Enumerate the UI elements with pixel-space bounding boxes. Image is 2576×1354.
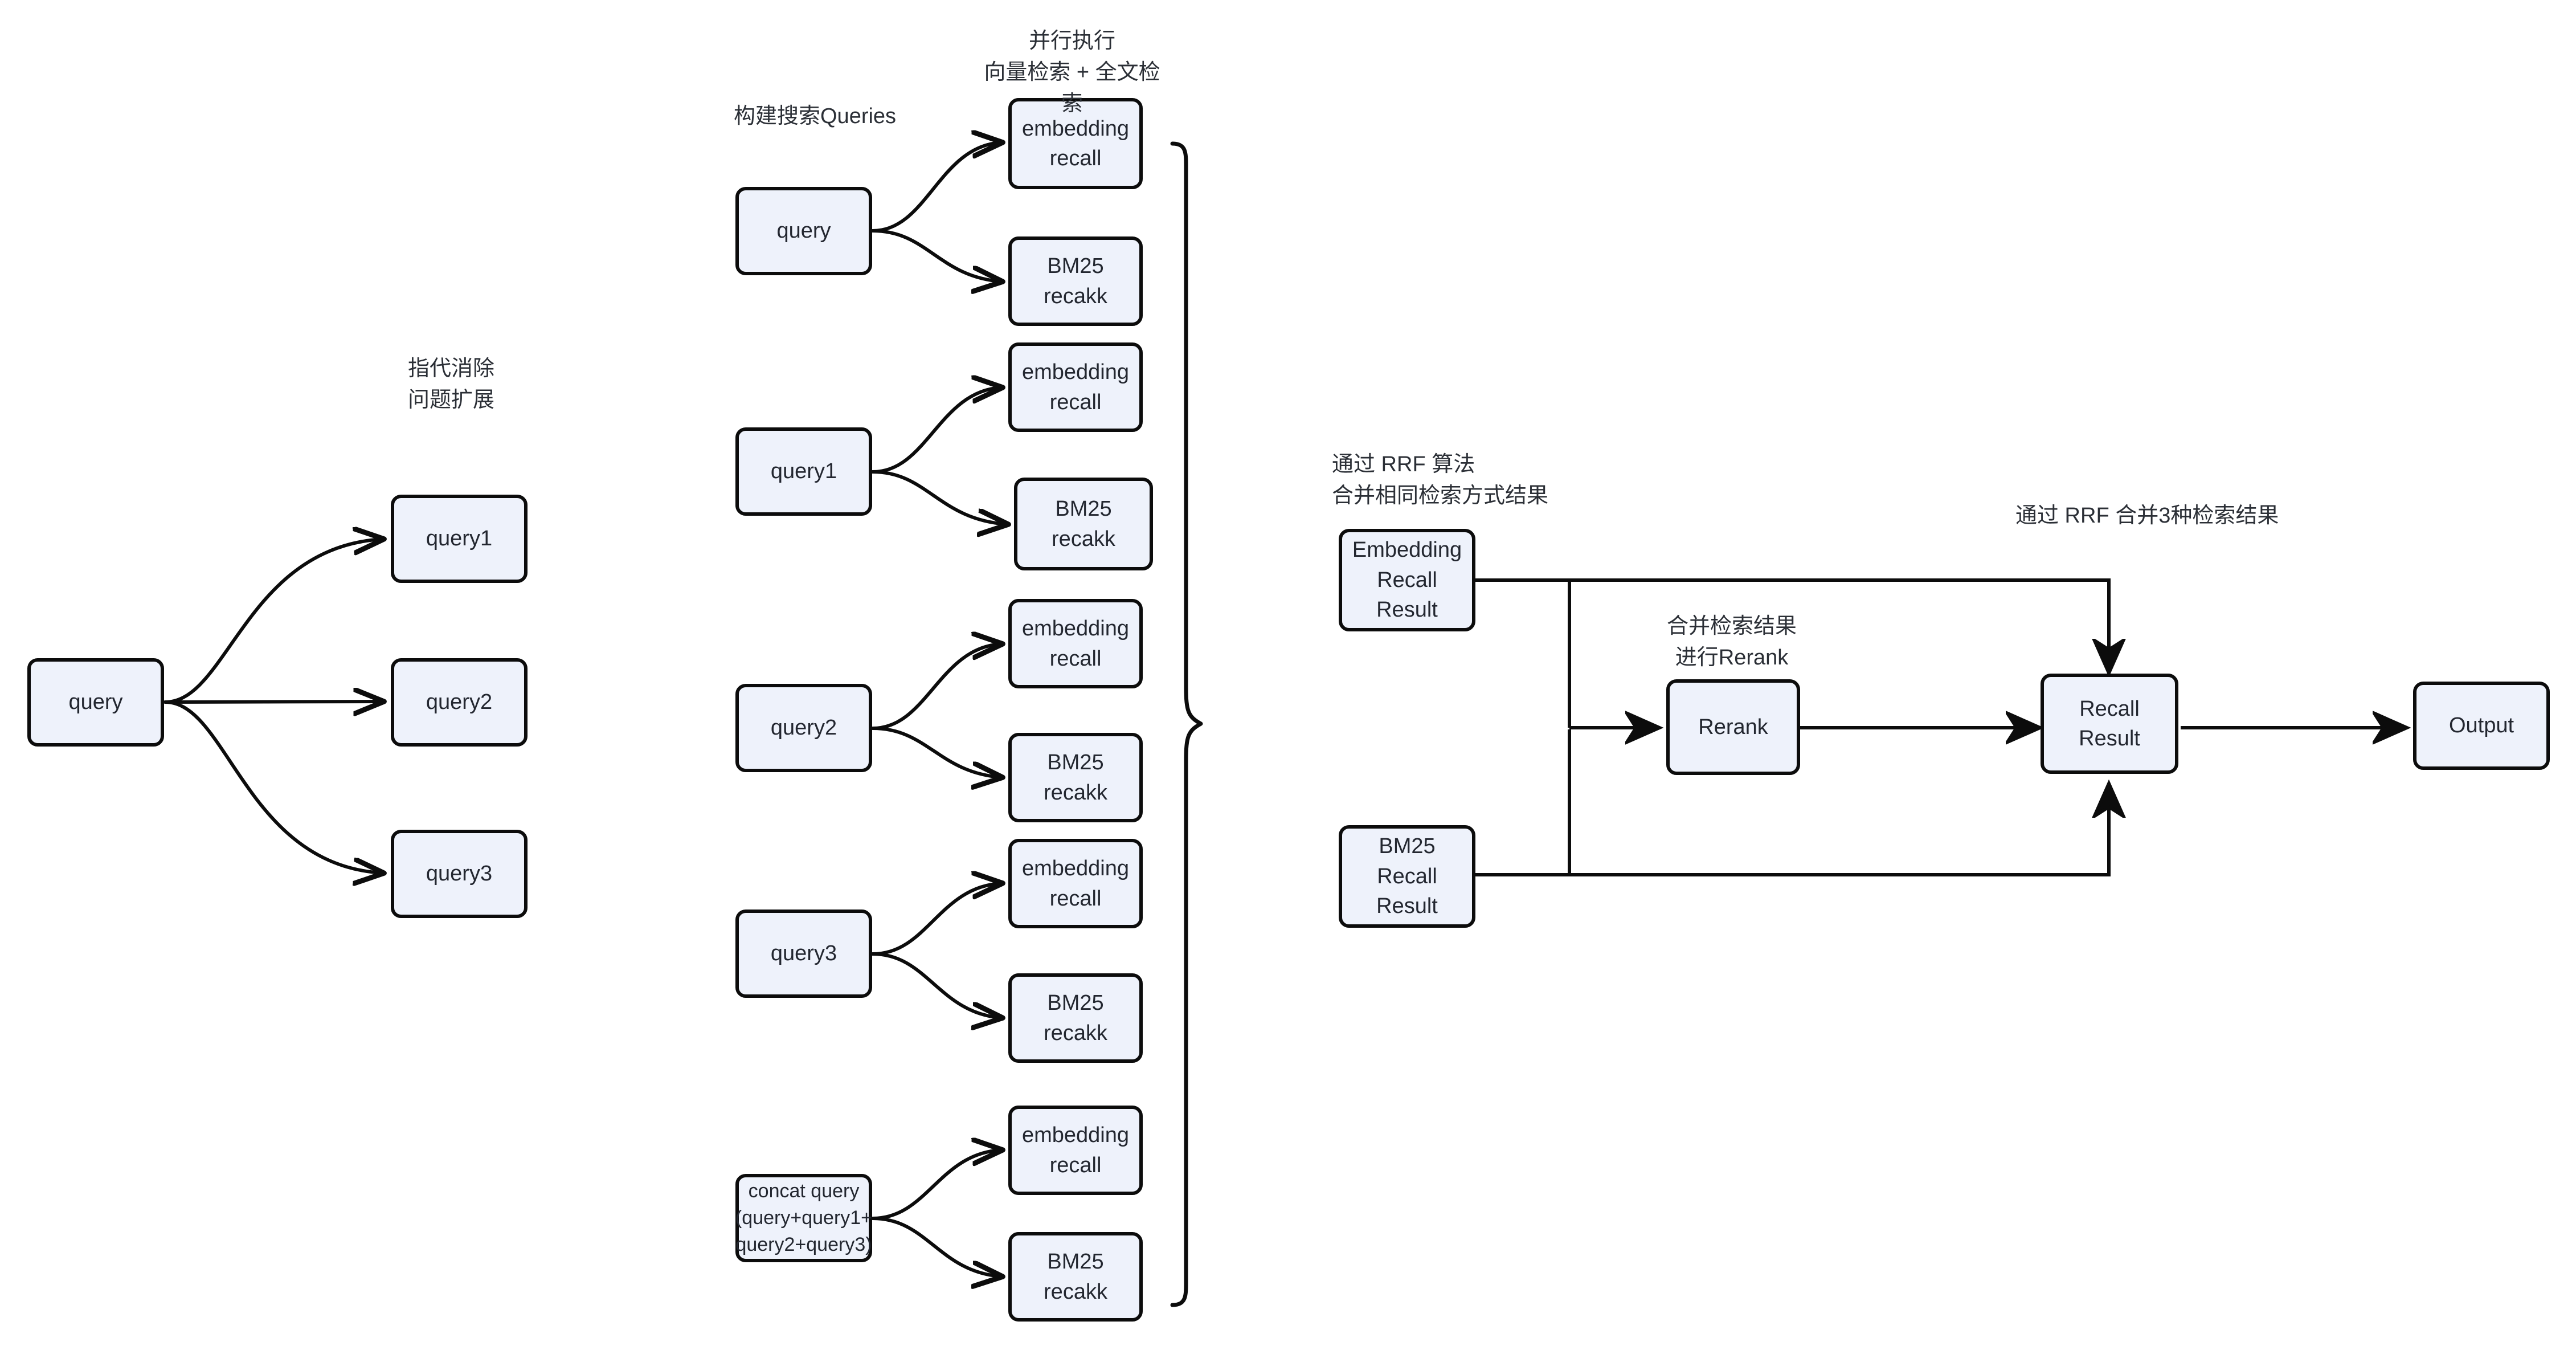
node-rerank[interactable]: Rerank (1666, 679, 1800, 775)
annotation-stage2: 构建搜索Queries (734, 104, 897, 128)
node-bm25-recall-0[interactable]: BM25 recakk (1008, 236, 1143, 326)
node-search-query-concat[interactable]: concat query (query+query1+ query2+query… (735, 1174, 872, 1262)
node-embedding-recall-result[interactable]: Embedding Recall Result (1339, 529, 1475, 631)
annotation-stage6: 通过 RRF 合并3种检索结果 (2015, 504, 2279, 528)
node-search-query-1[interactable]: query1 (735, 427, 872, 516)
node-expanded-query3[interactable]: query3 (391, 830, 528, 918)
annotation-stage5: 合并检索结果 进行Rerank (1666, 614, 1797, 670)
node-embedding-recall-1[interactable]: embedding recall (1008, 342, 1143, 432)
node-embedding-recall-3[interactable]: embedding recall (1008, 839, 1143, 928)
node-source-query[interactable]: query (27, 658, 164, 747)
node-embedding-recall-4[interactable]: embedding recall (1008, 1106, 1143, 1195)
node-bm25-recall-3[interactable]: BM25 recakk (1008, 973, 1143, 1063)
node-embedding-recall-0[interactable]: embedding recall (1008, 98, 1143, 189)
node-expanded-query2[interactable]: query2 (391, 658, 528, 747)
node-bm25-recall-4[interactable]: BM25 recakk (1008, 1232, 1143, 1322)
edge-query-to-query1 (163, 539, 383, 704)
node-bm25-recall-1[interactable]: BM25 recakk (1014, 478, 1153, 570)
annotation-stage4: 通过 RRF 算法 合并相同检索方式结果 (1332, 452, 1549, 508)
grouping-brace (1170, 141, 1203, 1307)
node-bm25-recall-2[interactable]: BM25 recakk (1008, 733, 1143, 822)
annotation-stage3: 并行执行 向量检索 + 全文检索 (984, 29, 1160, 116)
expansion-edges (163, 539, 383, 873)
node-expanded-query1[interactable]: query1 (391, 495, 528, 583)
node-recall-result[interactable]: Recall Result (2041, 674, 2178, 774)
annotation-stage1: 指代消除 问题扩展 (407, 357, 494, 413)
node-search-query-3[interactable]: query3 (735, 910, 872, 998)
fanout-edges (871, 142, 1007, 1276)
node-search-query-0[interactable]: query (735, 187, 872, 275)
node-output[interactable]: Output (2413, 682, 2550, 770)
edge-bm25-result-to-recall-result (1474, 785, 2109, 876)
node-search-query-2[interactable]: query2 (735, 684, 872, 772)
node-bm25-recall-result[interactable]: BM25 Recall Result (1339, 825, 1475, 928)
edge-bm25-result-to-rerank-riser (1474, 729, 1571, 876)
edge-query-to-query3 (163, 700, 383, 873)
node-embedding-recall-2[interactable]: embedding recall (1008, 599, 1143, 688)
edge-embedding-result-to-rerank-riser (1474, 578, 1571, 728)
